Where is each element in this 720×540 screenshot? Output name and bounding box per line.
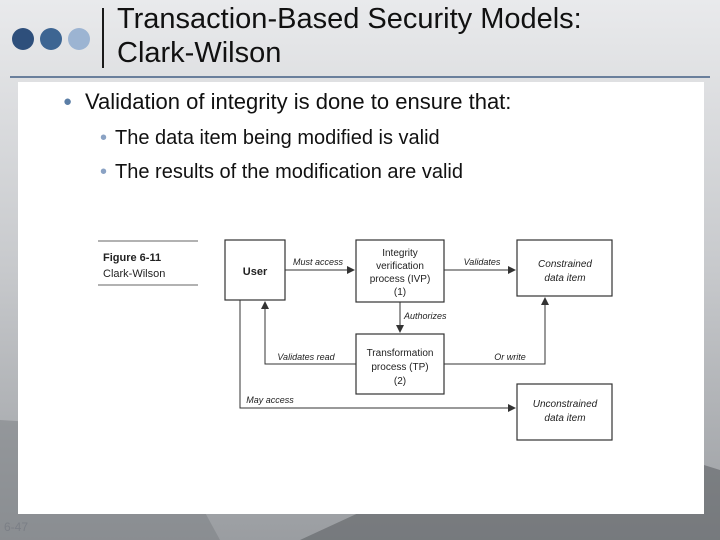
tp-box	[355, 333, 445, 395]
label-may-access: May access	[246, 395, 294, 405]
sub-bullet-2-text: The results of the modification are vali…	[115, 161, 463, 183]
label-must-access: Must access	[293, 257, 344, 267]
tp-line-3: (2)	[394, 376, 406, 387]
arrow-or-write	[444, 297, 549, 365]
label-authorizes: Authorizes	[403, 311, 447, 321]
sub-bullet-2: • The results of the modification are val…	[100, 160, 463, 184]
sub-bullet-icon: •	[100, 127, 108, 149]
udi-box	[516, 383, 613, 441]
ivp-box	[355, 239, 445, 303]
label-validates-read: Validates read	[277, 352, 335, 362]
ivp-line-2: verification	[376, 261, 424, 272]
user-box-label: User	[243, 266, 268, 278]
header-rule	[10, 76, 710, 78]
cdi-line-2: data item	[544, 273, 585, 284]
tp-line-2: process (TP)	[371, 362, 428, 373]
ivp-line-4: (1)	[394, 287, 406, 298]
header-dot-2	[40, 28, 62, 50]
slide-number: 6-47	[4, 520, 29, 534]
udi-line-2: data item	[544, 413, 585, 424]
sub-bullet-icon: •	[100, 161, 108, 183]
sub-bullet-1: • The data item being modified is valid	[100, 126, 440, 150]
label-validates: Validates	[464, 257, 501, 267]
ivp-line-1: Integrity	[382, 248, 418, 259]
sub-bullet-1-text: The data item being modified is valid	[115, 127, 440, 149]
figure-caption-number: Figure 6-11	[103, 252, 161, 264]
user-box	[224, 239, 286, 301]
title-divider	[102, 8, 104, 68]
main-bullet-text: Validation of integrity is done to ensur…	[85, 89, 512, 114]
arrow-may-access	[239, 300, 516, 412]
header-dot-1	[12, 28, 34, 50]
header-dot-3	[68, 28, 90, 50]
tp-line-1: Transformation	[367, 348, 434, 359]
cdi-line-1: Constrained	[538, 259, 592, 270]
label-or-write: Or write	[494, 352, 526, 362]
bullet-dot-icon: ●	[63, 93, 73, 110]
slide-title: Transaction-Based Security Models: Clark…	[117, 3, 582, 69]
figure-caption-title: Clark-Wilson	[103, 268, 165, 280]
udi-line-1: Unconstrained	[533, 399, 598, 410]
ivp-line-3: process (IVP)	[370, 274, 431, 285]
cdi-box	[516, 239, 613, 297]
arrow-validates-read	[261, 301, 356, 365]
